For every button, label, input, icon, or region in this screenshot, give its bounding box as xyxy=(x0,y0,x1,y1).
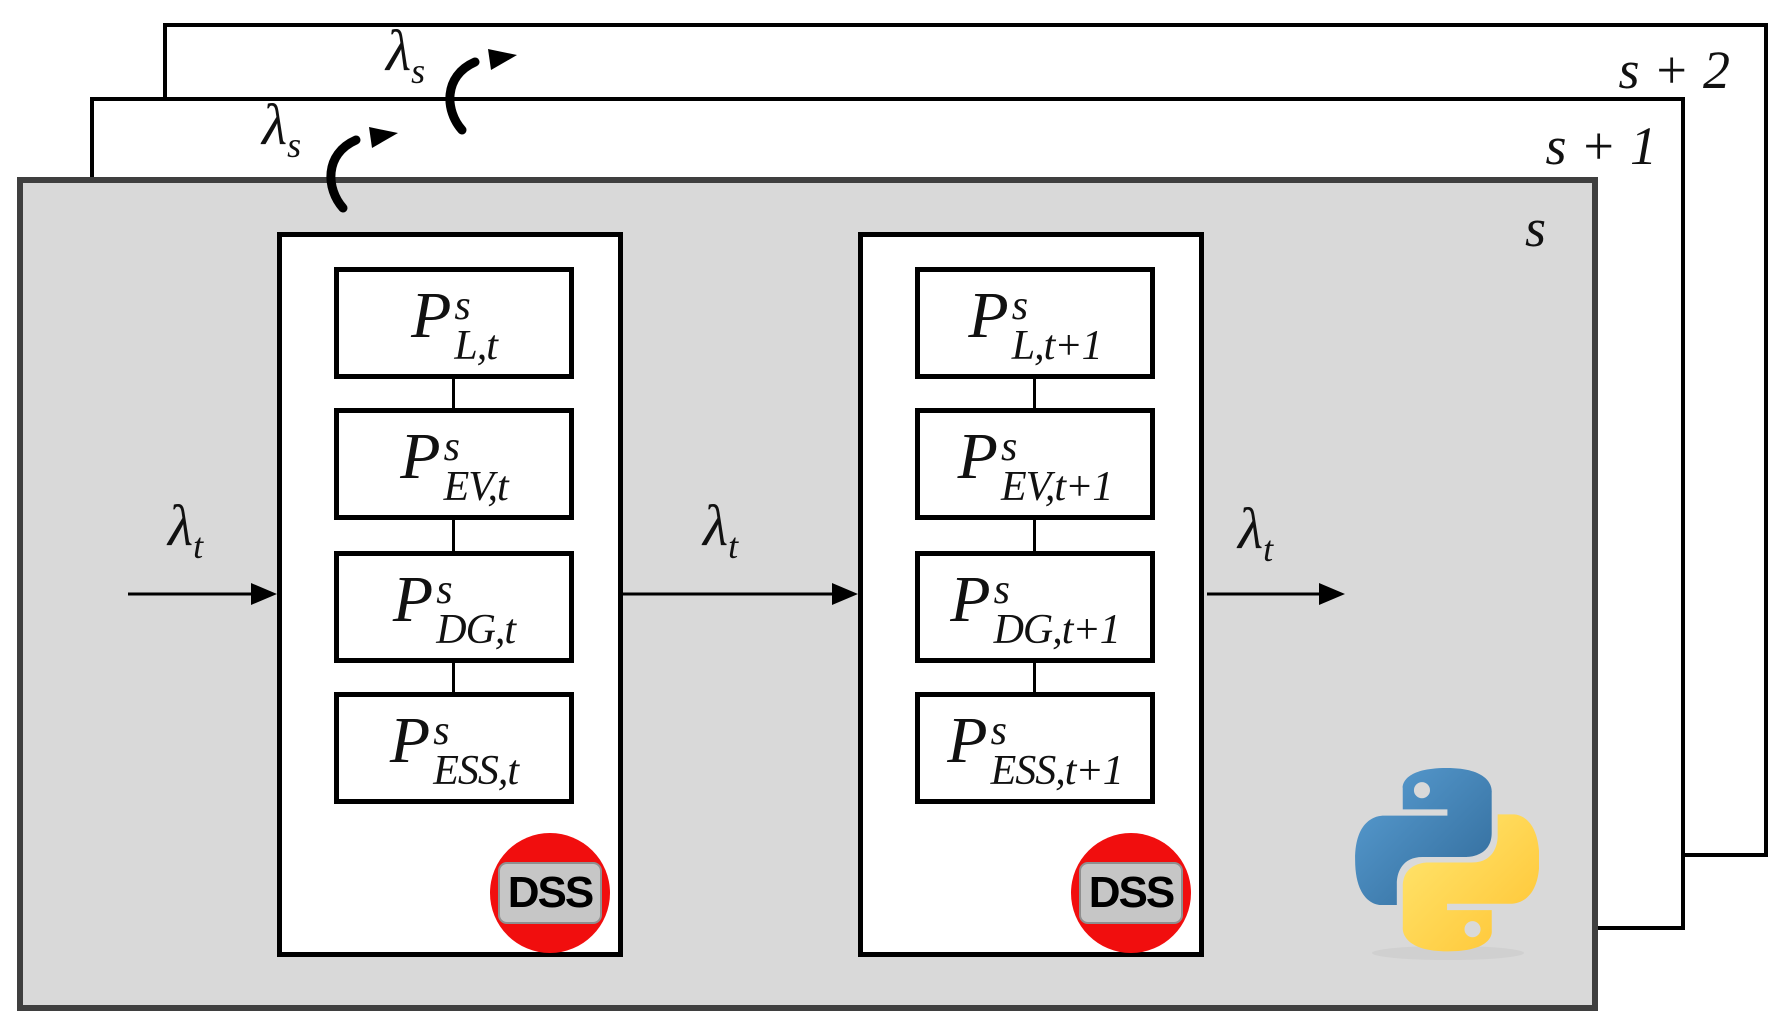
dss-badge-plate: DSS xyxy=(498,862,602,924)
layer-label-s-plus-1: s + 1 xyxy=(1545,116,1657,176)
lambda-t-label-out: λt xyxy=(1238,496,1274,569)
box-connector xyxy=(1033,520,1036,552)
layer-label-s-plus-2: s + 2 xyxy=(1618,40,1730,100)
box-connector xyxy=(452,520,455,552)
box-connector xyxy=(452,379,455,409)
dss-badge-label: DSS xyxy=(507,868,594,917)
dss-badge-icon: DSS xyxy=(1071,833,1191,953)
lambda-s-label-2: λs xyxy=(386,18,426,91)
python-logo-shadow xyxy=(1372,946,1524,960)
box-connector xyxy=(1033,379,1036,409)
dss-badge-label: DSS xyxy=(1088,868,1175,917)
dss-badge-plate: DSS xyxy=(1079,862,1183,924)
python-logo-icon xyxy=(1355,768,1539,952)
box-connector xyxy=(452,663,455,693)
lambda-t-label-mid: λt xyxy=(703,493,739,566)
lambda-s-label-1: λs xyxy=(262,92,302,165)
box-connector xyxy=(1033,663,1036,693)
layer-label-s: s xyxy=(1524,198,1546,258)
lambda-t-label-in: λt xyxy=(168,493,204,566)
dss-badge-icon: DSS xyxy=(490,833,610,953)
